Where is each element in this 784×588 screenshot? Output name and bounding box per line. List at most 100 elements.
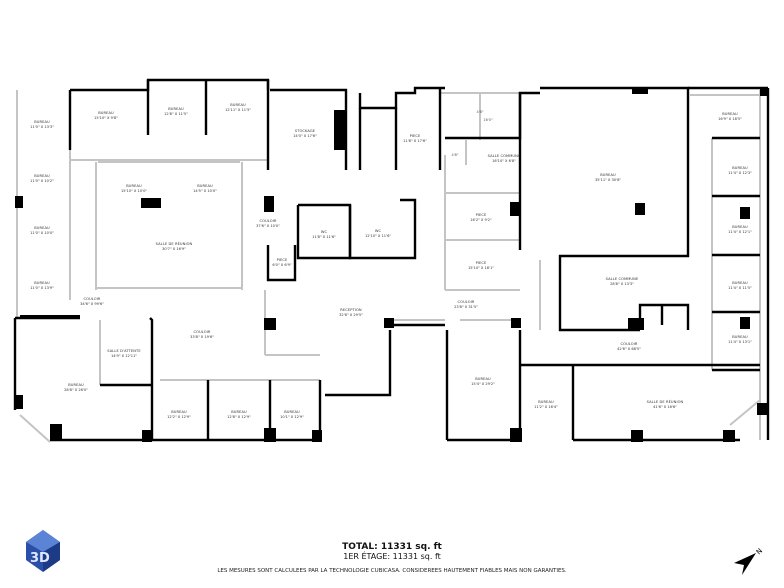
room-name: BUREAU (722, 112, 738, 116)
room-dimensions: 11'4" X 12'3" (728, 171, 752, 175)
room-dimensions: 15'4" X 29'2" (471, 382, 495, 386)
room-name: SALLE COMMUNE (605, 277, 639, 281)
room-dimensions: 14'5" X 10'0" (193, 189, 217, 193)
room-dimensions: 11'4" X 11'5" (728, 286, 752, 290)
room-name: WC (374, 229, 382, 233)
room-name: BUREAU (34, 281, 50, 285)
floor-area: 1ER ÉTAGE: 11331 sq. ft (343, 552, 441, 561)
room-dimensions: 33'8" X 19'6" (190, 335, 214, 339)
room-dimensions: 11'0" X 13'3" (30, 125, 54, 129)
room-name: BUREAU (475, 377, 491, 381)
room-name: COULOIR (620, 342, 638, 346)
room-dimensions: 28'8" X 26'0" (64, 388, 88, 392)
room-name: PIECE (475, 261, 487, 265)
room-name: COULOIR (193, 330, 211, 334)
room-name: BUREAU (284, 410, 300, 414)
room-dimensions: 11'8" X 17'6" (403, 139, 427, 143)
room-dimensions: 15'10" X 10'0" (120, 189, 148, 193)
room-name: BUREAU (538, 400, 554, 404)
room-dimensions: 42'6" X 68'5" (617, 347, 641, 351)
room-dimensions: 37'6" X 10'0" (256, 224, 280, 228)
dimension-mark: 4'8" (451, 153, 459, 157)
room-dimensions: 11'4" X 13'1" (728, 340, 752, 344)
room-dimensions: 11'0" X 10'2" (30, 179, 54, 183)
3d-cube-logo-icon: 3D (26, 530, 60, 572)
room-dimensions: 15'10" X 9'8" (94, 116, 118, 120)
room-name: SALLE COMMUNE (487, 154, 521, 158)
room-dimensions: 11'8" X 11'6" (312, 235, 336, 239)
room-name: COULOIR (457, 300, 475, 304)
room-dimensions: 12'8" X 11'5" (164, 112, 188, 116)
room-dimensions: 14'0" X 17'6" (293, 134, 317, 138)
room-name: BUREAU (68, 383, 84, 387)
room-dimensions: 12'2" X 12'9" (167, 415, 191, 419)
room-name: BUREAU (34, 120, 50, 124)
room-dimensions: 34'6" X 99'6" (80, 302, 104, 306)
room-dimensions: 12'10" X 11'6" (364, 234, 392, 238)
room-name: COULOIR (259, 219, 277, 223)
room-dimensions: 28'8" X 13'3" (610, 282, 634, 286)
svg-text:N: N (755, 547, 764, 556)
room-name: SALLE D'ATTENTE (107, 349, 141, 353)
room-dimensions: 16'10" X 6'8" (492, 159, 516, 163)
room-name: BUREAU (732, 335, 748, 339)
room-name: SALLE DE RÉUNION (646, 400, 684, 404)
room-name: BUREAU (732, 225, 748, 229)
room-dimensions: 35'11" X 30'8" (594, 178, 622, 182)
room-dimensions: 11'0" X 10'0" (30, 231, 54, 235)
room-name: BUREAU (34, 174, 50, 178)
room-dimensions: 11'2" X 16'4" (534, 405, 558, 409)
room-name: BUREAU (171, 410, 187, 414)
room-name: BUREAU (34, 226, 50, 230)
room-dimensions: 12'11" X 11'5" (224, 108, 252, 112)
disclaimer: LES MESURES SONT CALCULEES PAR LA TECHNO… (217, 568, 567, 574)
room-name: BUREAU (197, 184, 213, 188)
room-name: WC (320, 230, 328, 234)
room-dimensions: 11'4" X 12'1" (728, 230, 752, 234)
room-dimensions: 14'9" X 12'11" (110, 354, 138, 358)
room-dimensions: 10'1" X 12'9" (280, 415, 304, 419)
room-name: BUREAU (98, 111, 114, 115)
room-dimensions: 41'6" X 16'6" (653, 405, 677, 409)
room-name: STOCKAGE (294, 129, 316, 133)
room-name: BUREAU (230, 103, 246, 107)
dimension-mark: 16'0" (483, 118, 493, 122)
total-area: TOTAL: 11331 sq. ft (342, 542, 442, 552)
room-name: RECEPTION (340, 308, 362, 312)
svg-text:3D: 3D (30, 551, 50, 566)
room-name: BUREAU (732, 281, 748, 285)
room-name: PIECE (409, 134, 421, 138)
room-dimensions: 12'8" X 12'9" (227, 415, 251, 419)
room-name: SALLE DE RÉUNION (155, 242, 193, 246)
